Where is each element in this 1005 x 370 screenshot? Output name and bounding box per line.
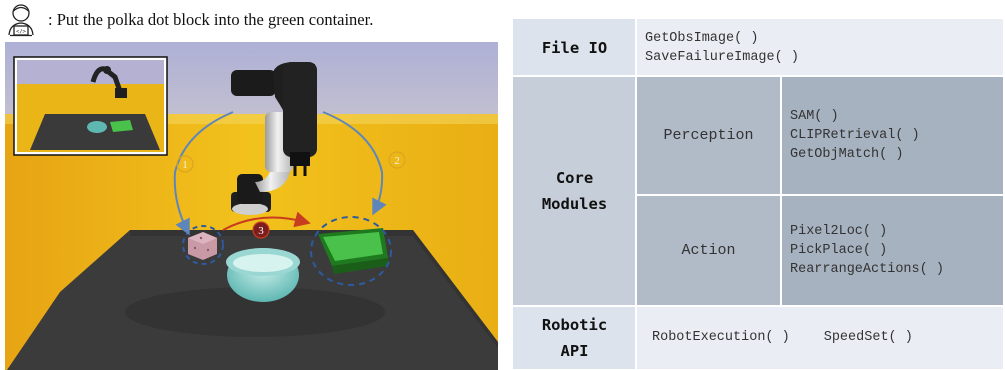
function-savefailureimage: SaveFailureImage( ) [645, 49, 799, 65]
container-highlight-circle [310, 216, 392, 286]
category-file-io: File IO [513, 19, 636, 76]
robot-arm [231, 62, 317, 215]
teal-bowl [226, 248, 300, 302]
svg-text:</>: </> [16, 29, 27, 35]
function-rearrangeactions: RearrangeActions( ) [790, 262, 944, 277]
function-robotexecution: RobotExecution( ) [652, 330, 790, 345]
file-io-functions: GetObsImage( ) SaveFailureImage( ) [636, 19, 1003, 76]
perception-functions: SAM( ) CLIPRetrieval( ) GetObjMatch( ) [781, 76, 1003, 195]
polka-dot-block [188, 232, 217, 260]
robotic-api-functions: RobotExecution( ) SpeedSet( ) [636, 306, 1003, 369]
action-functions: Pixel2Loc( ) PickPlace( ) RearrangeActio… [781, 195, 1003, 306]
function-pickplace: PickPlace( ) [790, 243, 888, 258]
module-table: File IO GetObsImage( ) SaveFailureImage(… [513, 19, 1003, 369]
task-instruction: : Put the polka dot block into the green… [48, 10, 374, 29]
subgroup-action: Action [636, 195, 781, 306]
inset-thumbnail [13, 56, 168, 156]
function-clipretrieval: CLIPRetrieval( ) [790, 128, 920, 143]
arc-step-1 [173, 111, 234, 236]
divider [513, 75, 1003, 77]
function-getobjmatch: GetObjMatch( ) [790, 147, 904, 162]
robot-scene-render: 1 2 3 [5, 42, 498, 370]
function-getobsimage: GetObsImage( ) [645, 30, 759, 46]
user-with-laptop-icon: </> [8, 4, 34, 37]
arc-step-3 [222, 211, 311, 231]
divider [513, 305, 1003, 307]
category-core-modules: Core Modules [513, 76, 636, 306]
svg-text:2: 2 [394, 155, 400, 167]
function-sam: SAM( ) [790, 109, 839, 124]
category-robotic-api: Robotic API [513, 306, 636, 369]
step-marker-3: 3 [252, 221, 270, 239]
block-highlight-circle [182, 225, 224, 265]
divider [636, 194, 1003, 196]
step-marker-2: 2 [388, 151, 406, 169]
arc-step-2 [322, 111, 387, 216]
svg-text:1: 1 [182, 159, 188, 171]
subgroup-perception: Perception [636, 76, 781, 195]
green-container [318, 228, 388, 274]
function-pixel2loc: Pixel2Loc( ) [790, 224, 888, 239]
function-speedset: SpeedSet( ) [823, 330, 913, 345]
divider [780, 76, 782, 306]
divider [635, 19, 637, 369]
step-marker-1: 1 [176, 155, 194, 173]
svg-text:3: 3 [258, 225, 264, 237]
